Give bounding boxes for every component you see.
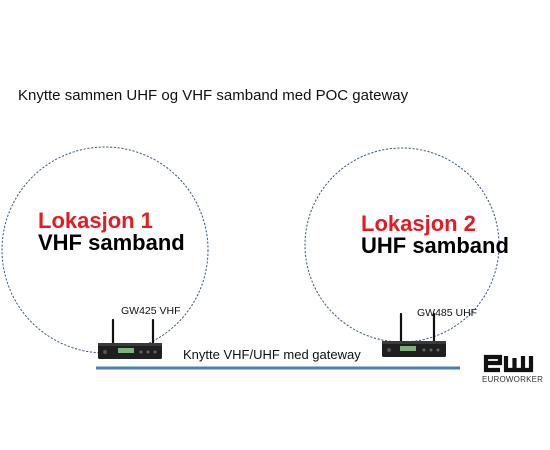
gw425-device-icon [98, 318, 162, 359]
device-1-label: GW425 VHF [121, 305, 181, 317]
gw485-device-icon [382, 312, 446, 357]
gateway-link-label: Knytte VHF/UHF med gateway [183, 347, 361, 362]
location-2-name: Lokasjon 2 [361, 211, 476, 236]
location-2-band: UHF samband [361, 233, 509, 258]
diagram-title: Knytte sammen UHF og VHF samband med POC… [18, 87, 409, 104]
brand-name: EUROWORKER [482, 375, 544, 384]
location-1-band: VHF samband [38, 230, 185, 255]
device-2-label: GW485 UHF [417, 307, 478, 319]
ew-logo-icon [483, 354, 534, 373]
location-1-name: Lokasjon 1 [38, 208, 153, 233]
